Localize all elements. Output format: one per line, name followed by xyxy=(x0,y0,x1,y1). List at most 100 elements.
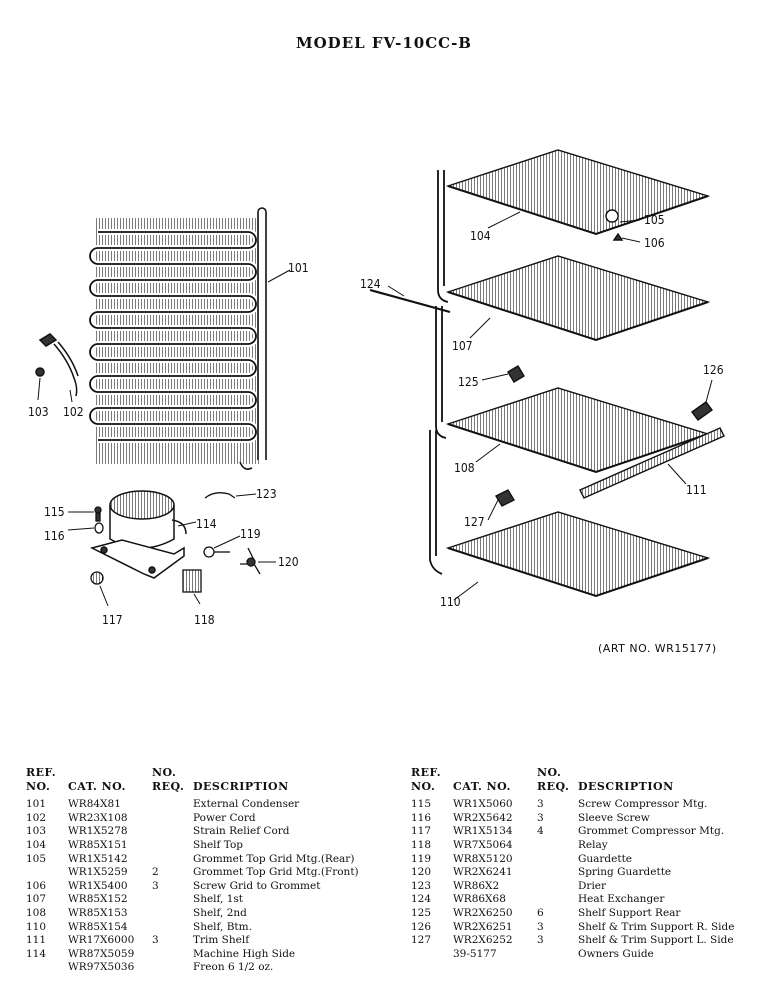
cat-cell: WR1X5134 xyxy=(453,825,513,838)
header-row-1: REF. NO. xyxy=(411,766,768,780)
ref-header-line2: NO. xyxy=(411,779,436,793)
req-header-line1: NO. xyxy=(537,766,562,779)
ref-cell: 104 xyxy=(26,838,47,851)
desc-cell: Owners Guide xyxy=(578,947,654,960)
ref-cell: 107 xyxy=(26,893,47,906)
cat-cell: WR86X2 xyxy=(453,879,500,892)
page-title: MODEL FV-10CC-B xyxy=(296,34,472,52)
callout-123: 123 xyxy=(256,487,277,501)
table-row: 119 WR8X5120 Guardette xyxy=(411,853,768,867)
callout-126: 126 xyxy=(703,363,724,377)
ref-cell: 106 xyxy=(26,879,47,892)
ref-cell: 118 xyxy=(411,838,432,851)
ref-cell: 124 xyxy=(411,893,432,906)
desc-cell: Guardette xyxy=(578,852,633,865)
cat-cell: WR85X151 xyxy=(68,838,128,851)
req-header-line2: REQ. xyxy=(152,779,185,793)
ref-cell: 105 xyxy=(26,852,47,865)
parts-list-right: REF. NO. NO. CAT. NO. REQ. DESCRIPTION 1… xyxy=(411,766,768,961)
callout-114: 114 xyxy=(196,517,217,531)
ref-cell: 102 xyxy=(26,811,47,824)
callout-104: 104 xyxy=(470,229,491,243)
callout-127: 127 xyxy=(464,515,485,529)
callout-106: 106 xyxy=(644,236,665,250)
desc-cell: Freon 6 1/2 oz. xyxy=(193,961,274,974)
desc-cell: Shelf, 1st xyxy=(193,893,244,906)
ref-cell: 103 xyxy=(26,825,47,838)
callout-101: 101 xyxy=(288,261,309,275)
cat-cell: 39-5177 xyxy=(453,947,497,960)
desc-cell: Grommet Top Grid Mtg.(Front) xyxy=(193,866,359,879)
cat-cell: WR23X108 xyxy=(68,811,128,824)
cat-cell: WR1X5259 xyxy=(68,866,128,879)
cat-cell: WR87X5059 xyxy=(68,947,135,960)
callout-117: 117 xyxy=(102,613,123,627)
cat-cell: WR2X6251 xyxy=(453,920,513,933)
table-row: 39-5177 Owners Guide xyxy=(411,948,768,962)
desc-cell: Shelf, 2nd xyxy=(193,906,247,919)
cat-cell: WR17X6000 xyxy=(68,934,135,947)
ref-cell: 111 xyxy=(26,934,47,947)
req-cell: 3 xyxy=(537,811,544,824)
ref-cell: 117 xyxy=(411,825,432,838)
ref-cell: 119 xyxy=(411,852,432,865)
callout-119: 119 xyxy=(240,527,261,541)
req-cell: 3 xyxy=(152,934,159,947)
header-row-2: NO. CAT. NO. REQ. DESCRIPTION xyxy=(26,780,396,794)
desc-cell: Machine High Side xyxy=(193,947,296,960)
parts-list-left: REF. NO. NO. CAT. NO. REQ. DESCRIPTION 1… xyxy=(26,766,396,975)
desc-cell: Trim Shelf xyxy=(193,934,250,947)
req-header-line2: REQ. xyxy=(537,779,570,793)
cat-header: CAT. NO. xyxy=(68,779,126,793)
desc-cell: Shelf Top xyxy=(193,838,243,851)
req-cell: 2 xyxy=(152,866,159,879)
callout-103: 103 xyxy=(28,405,49,419)
callout-125: 125 xyxy=(458,375,479,389)
ref-cell: 126 xyxy=(411,920,432,933)
table-row: WR1X5259 2 Grommet Top Grid Mtg.(Front) xyxy=(26,866,396,880)
desc-cell: Sleeve Screw xyxy=(578,811,650,824)
small-parts-drawing xyxy=(90,492,261,593)
cat-cell: WR2X6252 xyxy=(453,934,513,947)
desc-cell: Shelf & Trim Support R. Side xyxy=(578,920,735,933)
callout-111: 111 xyxy=(686,483,707,497)
compressor-drawing xyxy=(89,490,187,579)
power-cord-drawing xyxy=(35,333,79,397)
cat-cell: WR2X6250 xyxy=(453,906,513,919)
cat-cell: WR1X5278 xyxy=(68,825,128,838)
header-row-1: REF. NO. xyxy=(26,766,396,780)
cat-cell: WR85X152 xyxy=(68,893,128,906)
cat-cell: WR8X5120 xyxy=(453,852,513,865)
cat-cell: WR86X68 xyxy=(453,893,506,906)
desc-cell: Shelf & Trim Support L. Side xyxy=(578,934,734,947)
ref-header-line1: REF. xyxy=(26,766,57,779)
cat-cell: WR1X5400 xyxy=(68,879,128,892)
ref-cell: 114 xyxy=(26,947,47,960)
ref-cell: 101 xyxy=(26,798,47,811)
exploded-parts-diagram: 101 102 103 104 105 106 107 108 110 111 … xyxy=(28,149,725,627)
external-condenser-drawing xyxy=(87,207,267,470)
req-cell: 4 xyxy=(537,825,544,838)
callout-118: 118 xyxy=(194,613,215,627)
cat-header: CAT. NO. xyxy=(453,779,511,793)
shelf-1st xyxy=(445,255,711,342)
callout-105: 105 xyxy=(644,213,665,227)
header-row-2: NO. CAT. NO. REQ. DESCRIPTION xyxy=(411,780,768,794)
desc-cell: Screw Grid to Grommet xyxy=(193,879,321,892)
cat-cell: WR1X5060 xyxy=(453,798,513,811)
description-header: DESCRIPTION xyxy=(193,779,289,793)
